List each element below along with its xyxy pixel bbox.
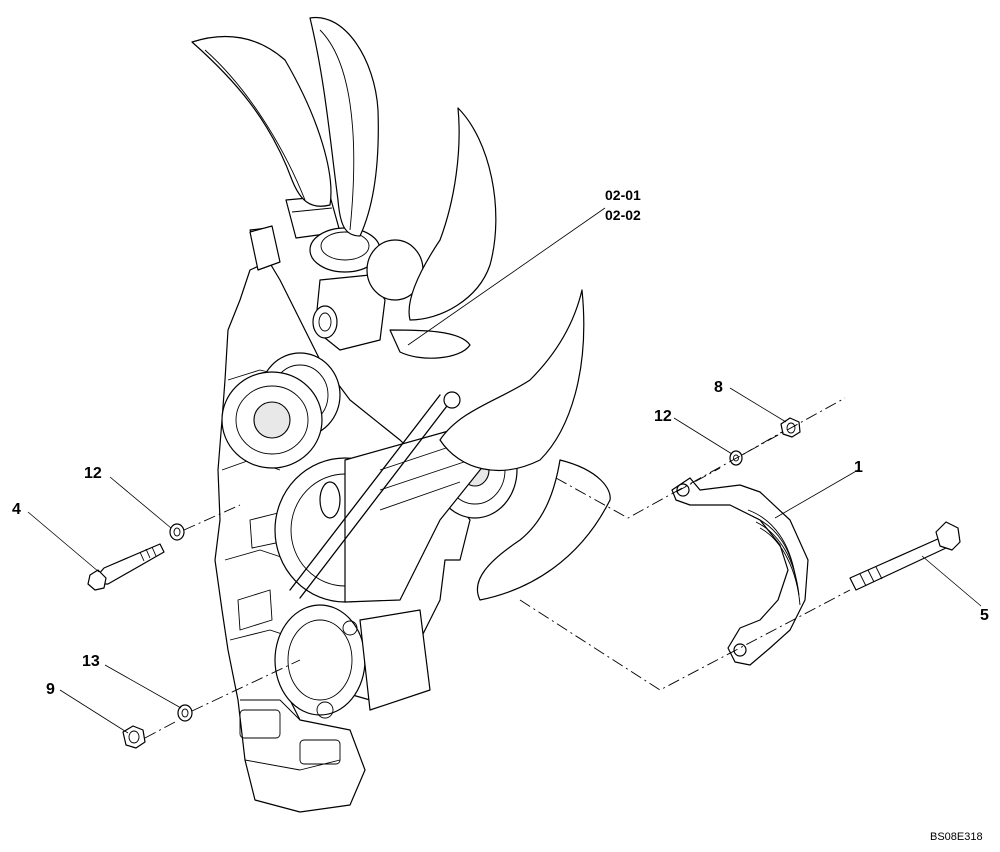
callout-1: 1 xyxy=(854,459,863,476)
callout-12-left: 12 xyxy=(84,465,102,482)
engine-assembly xyxy=(214,195,518,813)
belt-guard xyxy=(671,477,809,666)
washer-13 xyxy=(177,704,193,722)
reference-label-1: 02-01 xyxy=(605,187,641,203)
callout-8: 8 xyxy=(714,379,723,396)
callout-12-right: 12 xyxy=(654,408,672,425)
bolt-5 xyxy=(849,521,961,591)
drawing-code: BS08E318 xyxy=(930,831,983,843)
bolt-4 xyxy=(87,543,165,591)
cooling-fan xyxy=(191,16,611,601)
callout-9: 9 xyxy=(46,681,55,698)
reference-label-2: 02-02 xyxy=(605,207,641,223)
nut-9 xyxy=(122,725,146,749)
nut-8 xyxy=(780,417,801,438)
leader-lines xyxy=(27,207,982,734)
callout-5: 5 xyxy=(980,607,989,624)
callout-13: 13 xyxy=(82,653,100,670)
assembly-lines xyxy=(144,397,851,739)
washer-12-left xyxy=(169,523,185,541)
callout-4: 4 xyxy=(12,501,21,518)
